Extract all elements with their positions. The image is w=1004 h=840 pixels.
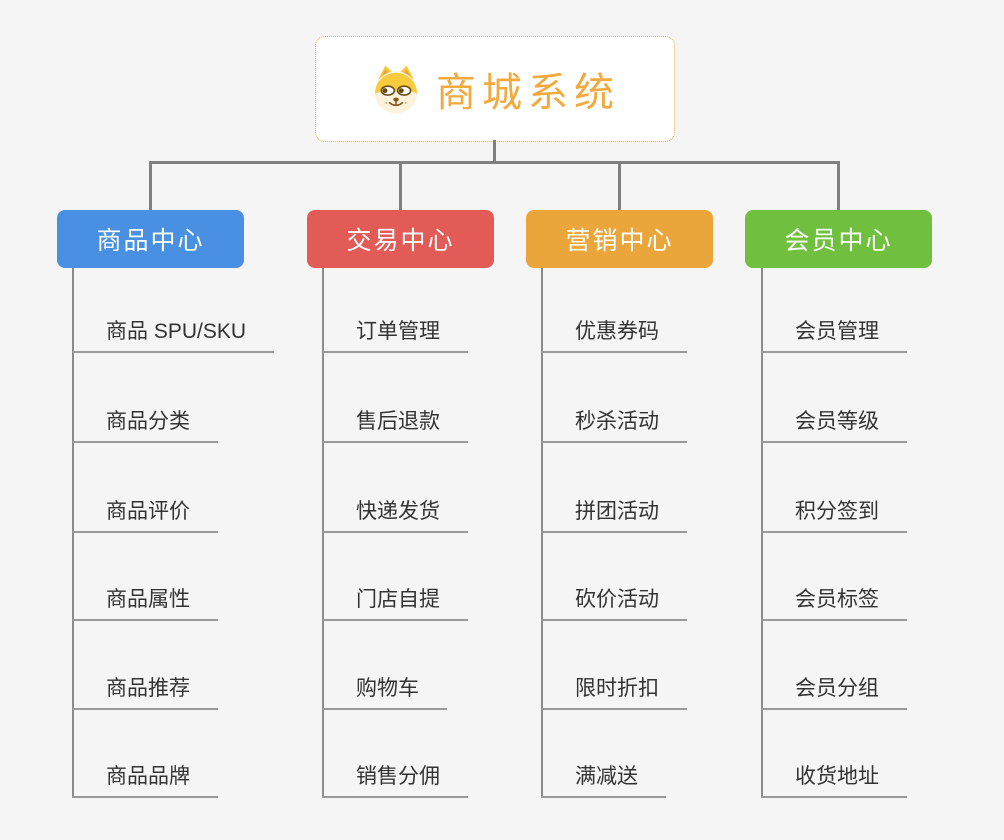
root-title: 商城系统 [436,71,620,115]
leaf-node[interactable]: 优惠券码 [541,311,687,353]
leaf-node[interactable]: 订单管理 [322,311,468,353]
branch-header-trade-center[interactable]: 交易中心 [307,210,494,268]
branch-label: 会员中心 [784,227,893,255]
leaf-node[interactable]: 商品分类 [72,401,218,443]
leaf-node[interactable]: 会员等级 [761,401,907,443]
connector-bus [149,161,840,164]
branch-label: 营销中心 [565,227,674,255]
connector-branch-drop [399,161,402,210]
branch-spine [761,268,763,798]
leaf-node[interactable]: 购物车 [322,668,447,710]
connector-branch-drop [618,161,621,210]
leaf-node[interactable]: 拼团活动 [541,491,687,533]
leaf-node[interactable]: 商品品牌 [72,756,218,798]
leaf-node[interactable]: 会员分组 [761,668,907,710]
branch-header-member-center[interactable]: 会员中心 [745,210,932,268]
branch-label: 商品中心 [96,227,205,255]
leaf-node[interactable]: 收货地址 [761,756,907,798]
leaf-node[interactable]: 商品 SPU/SKU [72,311,275,353]
leaf-node[interactable]: 商品推荐 [72,668,218,710]
leaf-node[interactable]: 会员管理 [761,311,907,353]
leaf-node[interactable]: 商品评价 [72,491,218,533]
leaf-node[interactable]: 砍价活动 [541,579,687,621]
branch-spine [72,268,74,798]
leaf-node[interactable]: 售后退款 [322,401,468,443]
connector-root-drop [493,140,496,164]
leaf-node[interactable]: 秒杀活动 [541,401,687,443]
branch-spine [541,268,543,798]
branch-header-marketing-center[interactable]: 营销中心 [526,210,713,268]
doge-icon [370,63,422,115]
leaf-node[interactable]: 会员标签 [761,579,907,621]
leaf-node[interactable]: 满减送 [541,756,666,798]
leaf-node[interactable]: 门店自提 [322,579,468,621]
connector-branch-drop [149,161,152,210]
leaf-node[interactable]: 快递发货 [322,491,468,533]
branch-header-product-center[interactable]: 商品中心 [57,210,244,268]
connector-branch-drop [837,161,840,210]
branch-label: 交易中心 [346,227,455,255]
leaf-node[interactable]: 销售分佣 [322,756,468,798]
leaf-node[interactable]: 积分签到 [761,491,907,533]
leaf-node[interactable]: 商品属性 [72,579,218,621]
leaf-node[interactable]: 限时折扣 [541,668,687,710]
branch-spine [322,268,324,798]
root-node[interactable]: 商城系统 [315,36,675,142]
